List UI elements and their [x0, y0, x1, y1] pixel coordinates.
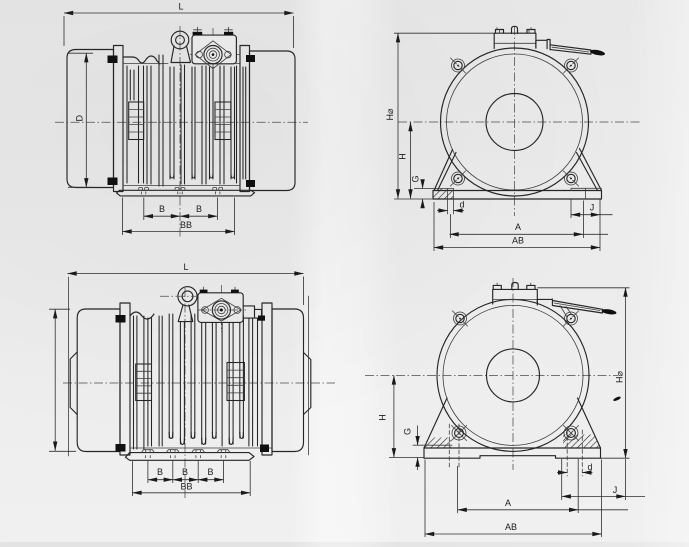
svg-text:D: D	[75, 115, 85, 122]
svg-text:B: B	[207, 467, 213, 477]
svg-text:AB: AB	[505, 522, 517, 532]
svg-text:B: B	[182, 467, 188, 477]
svg-text:H⌀: H⌀	[385, 108, 395, 120]
svg-text:d: d	[587, 462, 592, 472]
svg-text:AB: AB	[512, 236, 524, 246]
svg-text:L: L	[178, 2, 183, 12]
svg-text:d: d	[459, 200, 464, 210]
svg-text:G: G	[411, 175, 421, 182]
svg-text:BB: BB	[180, 482, 192, 492]
svg-text:L: L	[183, 262, 188, 272]
svg-text:H⌀: H⌀	[615, 370, 625, 382]
svg-text:BB: BB	[180, 220, 192, 230]
svg-text:J: J	[613, 485, 618, 495]
svg-text:B: B	[159, 204, 165, 214]
svg-text:H: H	[398, 153, 408, 160]
svg-text:G: G	[403, 428, 413, 435]
svg-text:A: A	[505, 498, 511, 508]
svg-text:A: A	[515, 222, 521, 232]
svg-text:J: J	[590, 203, 595, 213]
svg-text:H: H	[378, 414, 388, 421]
svg-text:B: B	[196, 204, 202, 214]
svg-text:B: B	[157, 467, 163, 477]
